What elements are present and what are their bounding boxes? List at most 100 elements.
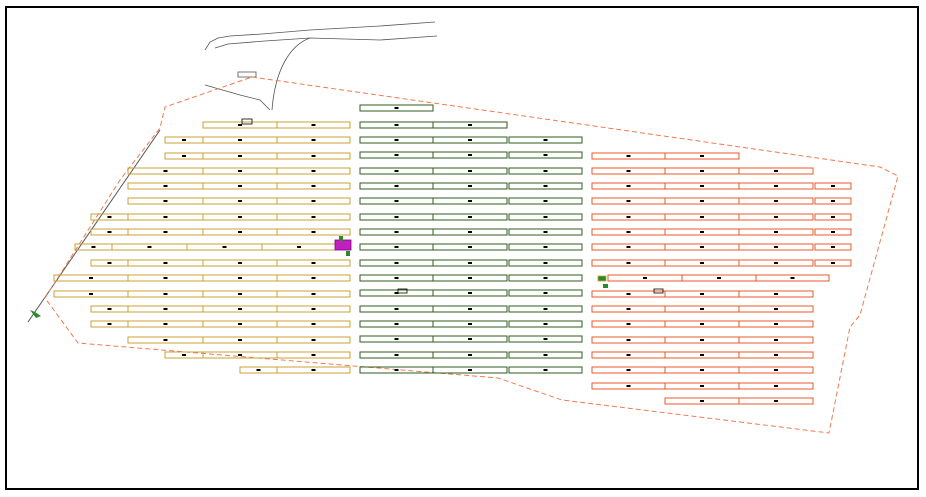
center-row-inverter-marker <box>543 308 548 310</box>
east-row-inverter-marker <box>774 185 778 187</box>
center-row-inverter-marker <box>468 277 472 279</box>
east-row-segment <box>814 197 852 205</box>
center-row-segment <box>508 167 583 175</box>
center-row-segment <box>432 197 508 205</box>
west-row-inverter-marker <box>311 369 316 371</box>
west-row-inverter-marker <box>163 293 168 295</box>
gate-structure <box>237 71 257 78</box>
center-row-inverter-marker <box>394 231 399 233</box>
station-tower-icon <box>339 236 343 241</box>
green-station-icon <box>597 275 607 282</box>
center-row-inverter-marker <box>543 277 548 279</box>
center-row-inverter-marker <box>394 308 399 310</box>
east-array-block <box>591 152 852 405</box>
east-row-segment <box>738 320 814 328</box>
center-row-segment <box>432 320 508 328</box>
center-row-segment <box>432 351 508 359</box>
west-row-segment <box>276 305 351 313</box>
center-row-inverter-marker <box>543 246 548 248</box>
east-row-inverter-marker <box>626 293 631 295</box>
center-row-inverter-marker <box>543 354 548 356</box>
west-row-segment <box>276 320 351 328</box>
east-row-segment <box>814 228 852 236</box>
east-row-inverter-marker <box>626 231 631 233</box>
center-row-segment <box>508 351 583 359</box>
east-row-inverter-marker <box>626 354 631 356</box>
east-row-inverter-marker <box>700 170 704 172</box>
center-row-segment <box>508 289 583 297</box>
east-row-segment <box>738 243 814 251</box>
center-row-inverter-marker <box>394 292 399 294</box>
east-row-inverter-marker <box>774 216 778 218</box>
east-row-inverter-marker <box>626 339 631 341</box>
east-row-segment <box>738 228 814 236</box>
west-row-inverter-marker <box>238 354 242 356</box>
west-row-segment <box>276 336 351 344</box>
west-row-inverter-marker <box>163 231 168 233</box>
center-row-segment <box>508 213 583 221</box>
east-row-segment <box>738 305 814 313</box>
west-row-inverter-marker <box>238 339 242 341</box>
east-row-inverter-marker <box>626 155 631 157</box>
center-row-inverter-marker <box>394 262 399 264</box>
center-row-inverter-marker <box>543 154 548 156</box>
road-north-edge <box>214 35 438 49</box>
west-row-segment <box>276 152 351 160</box>
east-row-inverter-marker <box>700 293 704 295</box>
east-row-inverter-marker <box>626 323 631 325</box>
center-row-inverter-marker <box>468 262 472 264</box>
center-row-inverter-marker <box>394 246 399 248</box>
green-pole-icon <box>30 310 41 318</box>
center-row-inverter-marker <box>468 292 472 294</box>
center-row-segment <box>508 335 583 343</box>
east-row-inverter-marker <box>831 185 835 187</box>
west-row-segment <box>276 213 351 221</box>
west-row-inverter-marker <box>297 246 301 248</box>
east-row-inverter-marker <box>700 308 704 310</box>
east-row-inverter-marker <box>700 339 704 341</box>
west-row-inverter-marker <box>311 170 316 172</box>
east-row-inverter-marker <box>774 400 778 402</box>
center-row-inverter-marker <box>543 170 548 172</box>
magenta-station-icon <box>334 239 352 251</box>
east-row-inverter-marker <box>700 385 704 387</box>
center-row-inverter-marker <box>468 369 472 371</box>
east-row-inverter-marker <box>700 231 704 233</box>
center-row-inverter-marker <box>394 139 399 141</box>
center-row-inverter-marker <box>468 231 472 233</box>
center-row-segment <box>432 182 508 190</box>
west-row-inverter-marker <box>163 185 168 187</box>
west-row-inverter-marker <box>91 246 96 248</box>
east-row-inverter-marker <box>700 216 704 218</box>
center-row-inverter-marker <box>543 338 548 340</box>
east-row-segment <box>738 351 814 359</box>
west-row-segment <box>276 259 351 267</box>
center-row-segment <box>508 320 583 328</box>
west-row-segment <box>276 182 351 190</box>
center-row-inverter-marker <box>394 323 399 325</box>
west-row-inverter-marker <box>311 277 316 279</box>
center-row-segment <box>508 259 583 267</box>
center-row-segment <box>508 274 583 282</box>
west-row-segment <box>276 121 351 129</box>
east-row-inverter-marker <box>774 246 778 248</box>
east-row-inverter-marker <box>626 170 631 172</box>
east-row-inverter-marker <box>774 170 778 172</box>
center-row-inverter-marker <box>394 369 399 371</box>
east-row-inverter-marker <box>774 385 778 387</box>
center-row-segment <box>432 274 508 282</box>
site-boundary <box>44 76 899 434</box>
west-row-inverter-marker <box>311 354 316 356</box>
center-row-inverter-marker <box>394 107 399 109</box>
west-row-inverter-marker <box>238 139 242 141</box>
west-row-inverter-marker <box>311 155 316 157</box>
center-row-inverter-marker <box>543 200 548 202</box>
center-row-segment <box>432 121 508 129</box>
west-row-inverter-marker <box>107 262 112 264</box>
east-row-inverter-marker <box>831 216 835 218</box>
center-array-block <box>359 104 583 374</box>
road-link <box>204 84 271 111</box>
west-row-inverter-marker <box>89 277 93 279</box>
east-row-inverter-marker <box>831 231 835 233</box>
center-row-segment <box>508 136 583 144</box>
